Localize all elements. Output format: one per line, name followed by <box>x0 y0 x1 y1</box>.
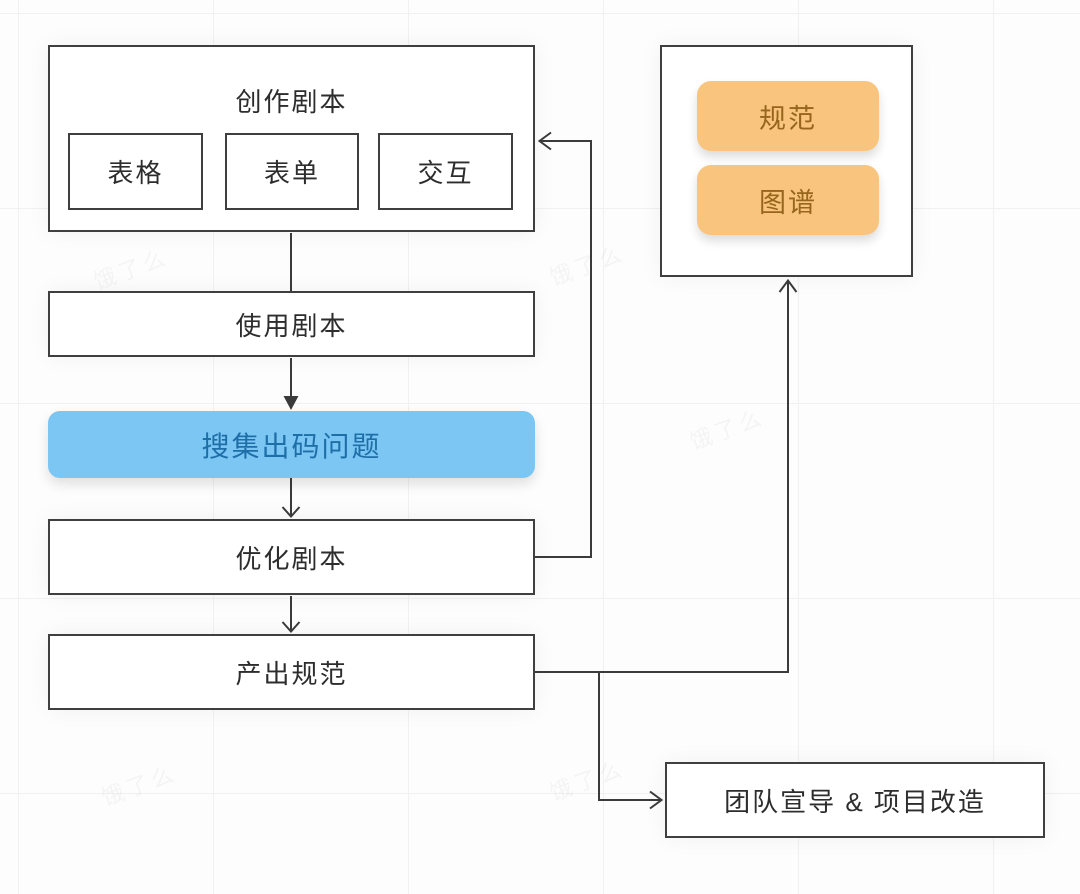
node-tag-interaction-label: 交互 <box>417 158 474 188</box>
node-create-script: 创作剧本 表格 表单 交互 <box>48 45 535 232</box>
node-tag-table: 表格 <box>68 133 203 210</box>
node-collect-issues: 搜集出码问题 <box>48 411 535 478</box>
arrowhead-collect-to-optimize <box>281 506 301 518</box>
pill-graph-label: 图谱 <box>759 187 817 218</box>
node-tag-form-label: 表单 <box>263 158 320 188</box>
node-use-script: 使用剧本 <box>48 291 535 357</box>
node-team-promo: 团队宣导 & 项目改造 <box>665 762 1045 838</box>
pill-graph: 图谱 <box>697 165 879 235</box>
arrowhead-optimize-to-produce <box>281 621 301 633</box>
edge-optimize-to-create <box>535 140 592 558</box>
arrowhead-produce-to-promo <box>649 790 664 810</box>
arrowhead-optimize-to-create <box>537 131 552 151</box>
edge-produce-to-promo <box>535 671 660 801</box>
node-produce-spec: 产出规范 <box>48 634 535 710</box>
pill-spec: 规范 <box>697 81 879 151</box>
arrowhead-use-to-collect <box>283 396 299 410</box>
node-create-script-title: 创作剧本 <box>235 87 348 117</box>
node-optimize-script: 优化剧本 <box>48 519 535 595</box>
node-collect-issues-label: 搜集出码问题 <box>201 430 382 462</box>
node-tag-interaction: 交互 <box>378 133 513 210</box>
edge-produce-to-artifacts <box>535 281 789 673</box>
node-tag-form: 表单 <box>225 133 359 210</box>
container-artifacts: 规范 图谱 <box>660 45 913 277</box>
pill-spec-label: 规范 <box>759 103 817 134</box>
node-optimize-script-label: 优化剧本 <box>235 543 348 574</box>
node-use-script-label: 使用剧本 <box>235 310 348 341</box>
arrowhead-produce-to-artifacts <box>778 278 798 293</box>
node-tag-table-label: 表格 <box>107 158 164 188</box>
node-produce-spec-label: 产出规范 <box>235 658 348 689</box>
node-team-promo-label: 团队宣导 & 项目改造 <box>724 786 986 817</box>
